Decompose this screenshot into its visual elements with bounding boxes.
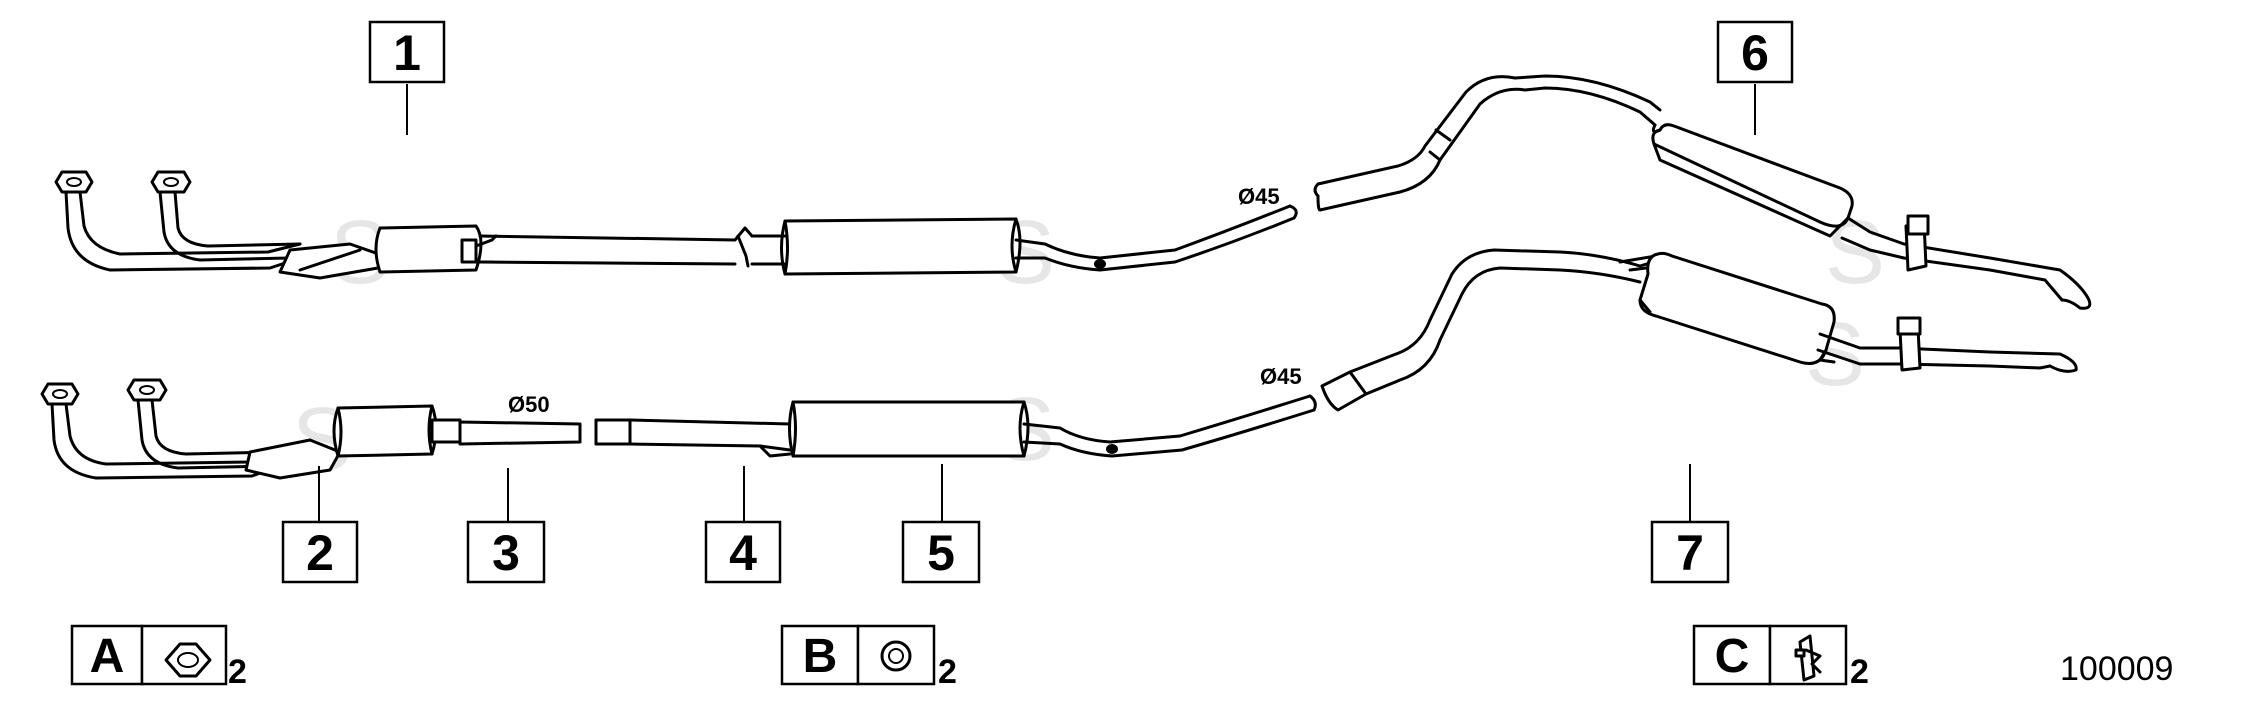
callout-2: 2 bbox=[281, 466, 359, 584]
callout-5: 5 bbox=[901, 464, 981, 584]
callout-2-label: 2 bbox=[306, 525, 334, 581]
lower-middle-section bbox=[594, 394, 1317, 458]
sealing-ring-icon bbox=[880, 640, 912, 672]
watermark-group: S S S S S S bbox=[292, 203, 1885, 490]
callout-7-label: 7 bbox=[1676, 525, 1704, 581]
legend-letter-c: C bbox=[1715, 630, 1750, 683]
flange-left-lower bbox=[40, 382, 80, 406]
legend-item-a: A 2 bbox=[70, 624, 247, 691]
callout-5-label: 5 bbox=[927, 525, 955, 581]
diagram-id: 100009 bbox=[2060, 650, 2173, 688]
lower-rear-silencer bbox=[1320, 248, 2078, 412]
dimension-lower-45: Ø45 bbox=[1260, 364, 1302, 389]
legend-qty-b: 2 bbox=[938, 653, 957, 691]
legend-item-c: C 2 bbox=[1692, 624, 1869, 691]
legend-letter-a: A bbox=[90, 630, 125, 683]
clamp-icon bbox=[1794, 634, 1822, 682]
legend-qty-c: 2 bbox=[1850, 653, 1869, 691]
flange-left-upper bbox=[54, 170, 94, 194]
callout-4-label: 4 bbox=[729, 525, 757, 581]
callout-3-label: 3 bbox=[492, 525, 520, 581]
flange-gasket-icon bbox=[164, 642, 212, 678]
callout-3: 3 bbox=[466, 468, 546, 584]
dimension-upper-45: Ø45 bbox=[1238, 184, 1280, 209]
legend-letter-b: B bbox=[803, 630, 838, 683]
legend-item-b: B 2 bbox=[780, 624, 957, 691]
lower-front-pipe bbox=[40, 378, 582, 480]
callout-6-label: 6 bbox=[1741, 25, 1769, 81]
dimension-lower-50: Ø50 bbox=[508, 392, 550, 417]
legend-qty-a: 2 bbox=[228, 653, 247, 691]
upper-middle-muffler bbox=[750, 204, 1298, 276]
callout-6: 6 bbox=[1716, 20, 1794, 135]
flange-right-upper bbox=[150, 170, 192, 194]
callout-7: 7 bbox=[1650, 464, 1730, 584]
callout-1-label: 1 bbox=[393, 25, 421, 81]
callout-4: 4 bbox=[704, 466, 782, 584]
upper-front-pipe bbox=[54, 170, 754, 280]
upper-rear-silencer bbox=[1313, 74, 2092, 310]
flange-right-lower bbox=[126, 378, 168, 402]
callout-1: 1 bbox=[368, 20, 446, 135]
